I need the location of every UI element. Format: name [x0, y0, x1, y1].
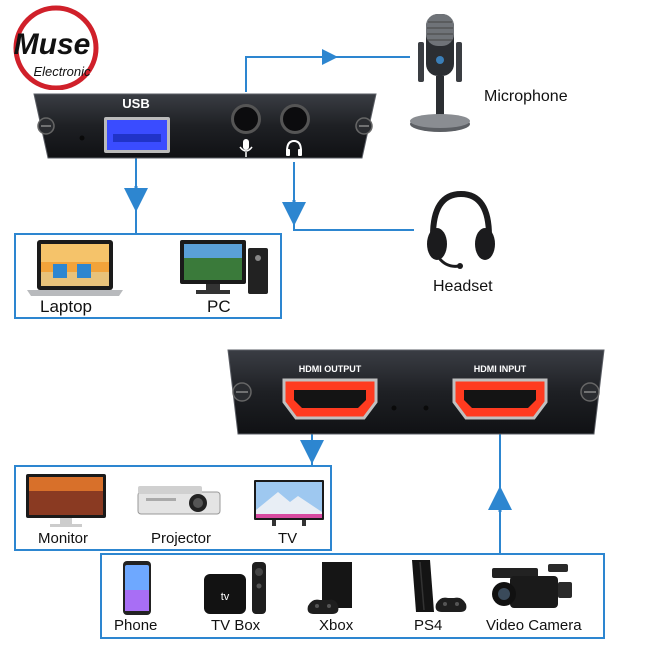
- pc-icon: [176, 238, 272, 298]
- usb-label: USB: [122, 96, 149, 111]
- display-label-projector: Projector: [151, 530, 211, 547]
- usb-capture-device: USB: [30, 90, 380, 162]
- hdmi-capture-device: HDMI OUTPUT HDMI INPUT: [222, 346, 610, 438]
- headphone-port-icon: [285, 139, 303, 157]
- ps4-icon: [404, 558, 468, 616]
- display-label-monitor: Monitor: [38, 530, 88, 547]
- source-label-video-camera: Video Camera: [486, 617, 582, 634]
- computer-label-laptop: Laptop: [40, 297, 92, 317]
- mic-jack: [231, 104, 261, 134]
- headphone-jack: [280, 104, 310, 134]
- tv-icon: [252, 478, 326, 528]
- usb-port: [104, 117, 170, 153]
- computer-label-pc: PC: [207, 297, 231, 317]
- source-label-ps4: PS4: [414, 617, 442, 634]
- tv-box-icon: tv: [202, 560, 270, 616]
- microphone-port-icon: [238, 138, 254, 158]
- source-label-tv-box: TV Box: [211, 617, 260, 634]
- source-label-xbox: Xbox: [319, 617, 353, 634]
- phone-icon: [122, 560, 152, 616]
- xbox-icon: [306, 560, 364, 616]
- video-camera-icon: [490, 560, 576, 616]
- headset-label: Headset: [433, 278, 493, 296]
- hdmi-output-label: HDMI OUTPUT: [299, 364, 362, 374]
- svg-text:tv: tv: [221, 591, 230, 603]
- microphone-icon: [404, 10, 476, 140]
- microphone-label: Microphone: [484, 88, 568, 106]
- source-label-phone: Phone: [114, 617, 157, 634]
- hdmi-input-label: HDMI INPUT: [474, 364, 527, 374]
- headset-icon: [423, 188, 499, 270]
- monitor-icon: [24, 472, 108, 528]
- laptop-icon: [25, 238, 125, 298]
- display-label-tv: TV: [278, 530, 297, 547]
- projector-icon: [136, 484, 222, 518]
